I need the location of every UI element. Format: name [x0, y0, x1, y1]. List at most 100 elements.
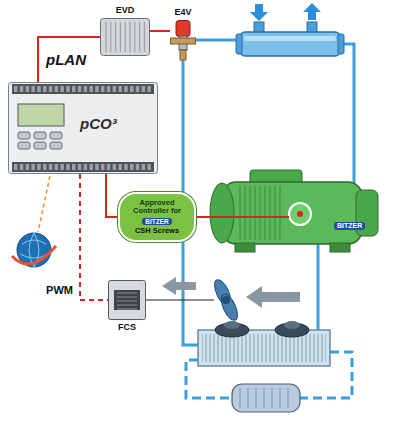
valve-fitting [171, 38, 196, 44]
terminal-strip [12, 84, 154, 94]
terminal [14, 164, 18, 170]
condenser [224, 321, 240, 329]
terminal-strip [12, 162, 154, 172]
terminal [31, 86, 35, 92]
network-globe [38, 176, 50, 232]
housing-fin [115, 22, 116, 52]
terminal [43, 86, 47, 92]
flow-arrow [303, 3, 321, 20]
terminal [136, 86, 140, 92]
terminal [72, 164, 76, 170]
terminal [142, 164, 146, 170]
controller-logo: pCO³ [80, 116, 117, 133]
key-button [18, 132, 30, 139]
lcd-display [18, 104, 64, 126]
housing-fin [129, 22, 130, 52]
heat-sink-fin [117, 293, 137, 294]
terminal [118, 86, 122, 92]
terminal [101, 164, 105, 170]
brand-logo: BITZER [142, 218, 171, 225]
terminal [84, 86, 88, 92]
terminal [78, 86, 82, 92]
fcs-housing [109, 281, 146, 320]
housing-fin [125, 22, 126, 52]
valve-driver: EVD [100, 18, 150, 56]
control-line [106, 174, 118, 217]
screw-compressor [240, 186, 280, 240]
screw-compressor [245, 186, 246, 240]
control-line [150, 30, 170, 32]
terminal [107, 86, 111, 92]
key-button [50, 132, 62, 139]
driver-housing [101, 19, 150, 56]
key-button [34, 132, 46, 139]
valve-driver-shape [100, 18, 150, 56]
terminal [31, 164, 35, 170]
terminal [49, 86, 53, 92]
key-button [50, 142, 62, 149]
refrigerant-pipe [340, 44, 378, 196]
flow-arrow [250, 4, 268, 21]
valve-fitting [180, 50, 186, 60]
terminal [43, 164, 47, 170]
terminal [124, 86, 128, 92]
screw-compressor [260, 186, 261, 240]
housing-fin [144, 22, 145, 52]
air-flow-arrow [162, 277, 196, 295]
terminal [55, 164, 59, 170]
heat-sink-fin [117, 301, 137, 302]
fan-wire [146, 299, 214, 300]
controller: pCO³ [8, 82, 158, 174]
fan [222, 296, 230, 304]
housing-fin [105, 22, 106, 52]
badge-text: CSH Screws [135, 227, 179, 235]
terminal [72, 86, 76, 92]
expansion-valve-shape [170, 20, 196, 60]
signal-label: PWM [44, 284, 75, 296]
terminal [20, 86, 24, 92]
terminal [60, 86, 64, 92]
control-line [38, 37, 100, 82]
device-label: FCS [118, 323, 136, 333]
heat-exchanger [240, 32, 340, 56]
terminal [14, 86, 18, 92]
terminal [118, 164, 122, 170]
heat-exchanger [236, 34, 242, 54]
pwm-signal-line [80, 174, 108, 300]
screw-compressor [289, 203, 311, 225]
terminal [20, 164, 24, 170]
screw-compressor [222, 182, 362, 244]
terminal [142, 86, 146, 92]
condenser [198, 330, 330, 366]
screw-compressor [275, 186, 276, 240]
controller-housing [9, 83, 158, 174]
fan-wire [146, 300, 214, 301]
screw-compressor [255, 186, 256, 240]
housing-fin [110, 22, 111, 52]
brand-logo: BITZER [334, 222, 365, 230]
terminal [66, 86, 70, 92]
badge-text: Approved Controller for [127, 199, 187, 216]
condenser [198, 321, 330, 366]
screw-compressor [265, 186, 266, 240]
screw-compressor [270, 186, 271, 240]
fan [218, 292, 241, 322]
approval-badge: Approved Controller forBITZER CSH Screws [118, 192, 196, 242]
heat-exchanger [244, 36, 336, 41]
terminal [49, 164, 53, 170]
valve-motor [176, 21, 190, 37]
key-button [18, 142, 30, 149]
terminal [55, 86, 59, 92]
fan-speed-controller: FCS [108, 280, 146, 320]
refrigerant-pipe [317, 244, 320, 330]
heat-exchanger [338, 34, 344, 54]
screw-compressor [210, 183, 234, 243]
screw-compressor [250, 186, 251, 240]
device-label: EVD [116, 6, 135, 16]
heat-exchanger [236, 22, 344, 56]
terminal [124, 164, 128, 170]
network-globe [12, 176, 56, 267]
terminal [26, 164, 30, 170]
terminal [130, 164, 134, 170]
liquid-receiver [240, 388, 288, 408]
